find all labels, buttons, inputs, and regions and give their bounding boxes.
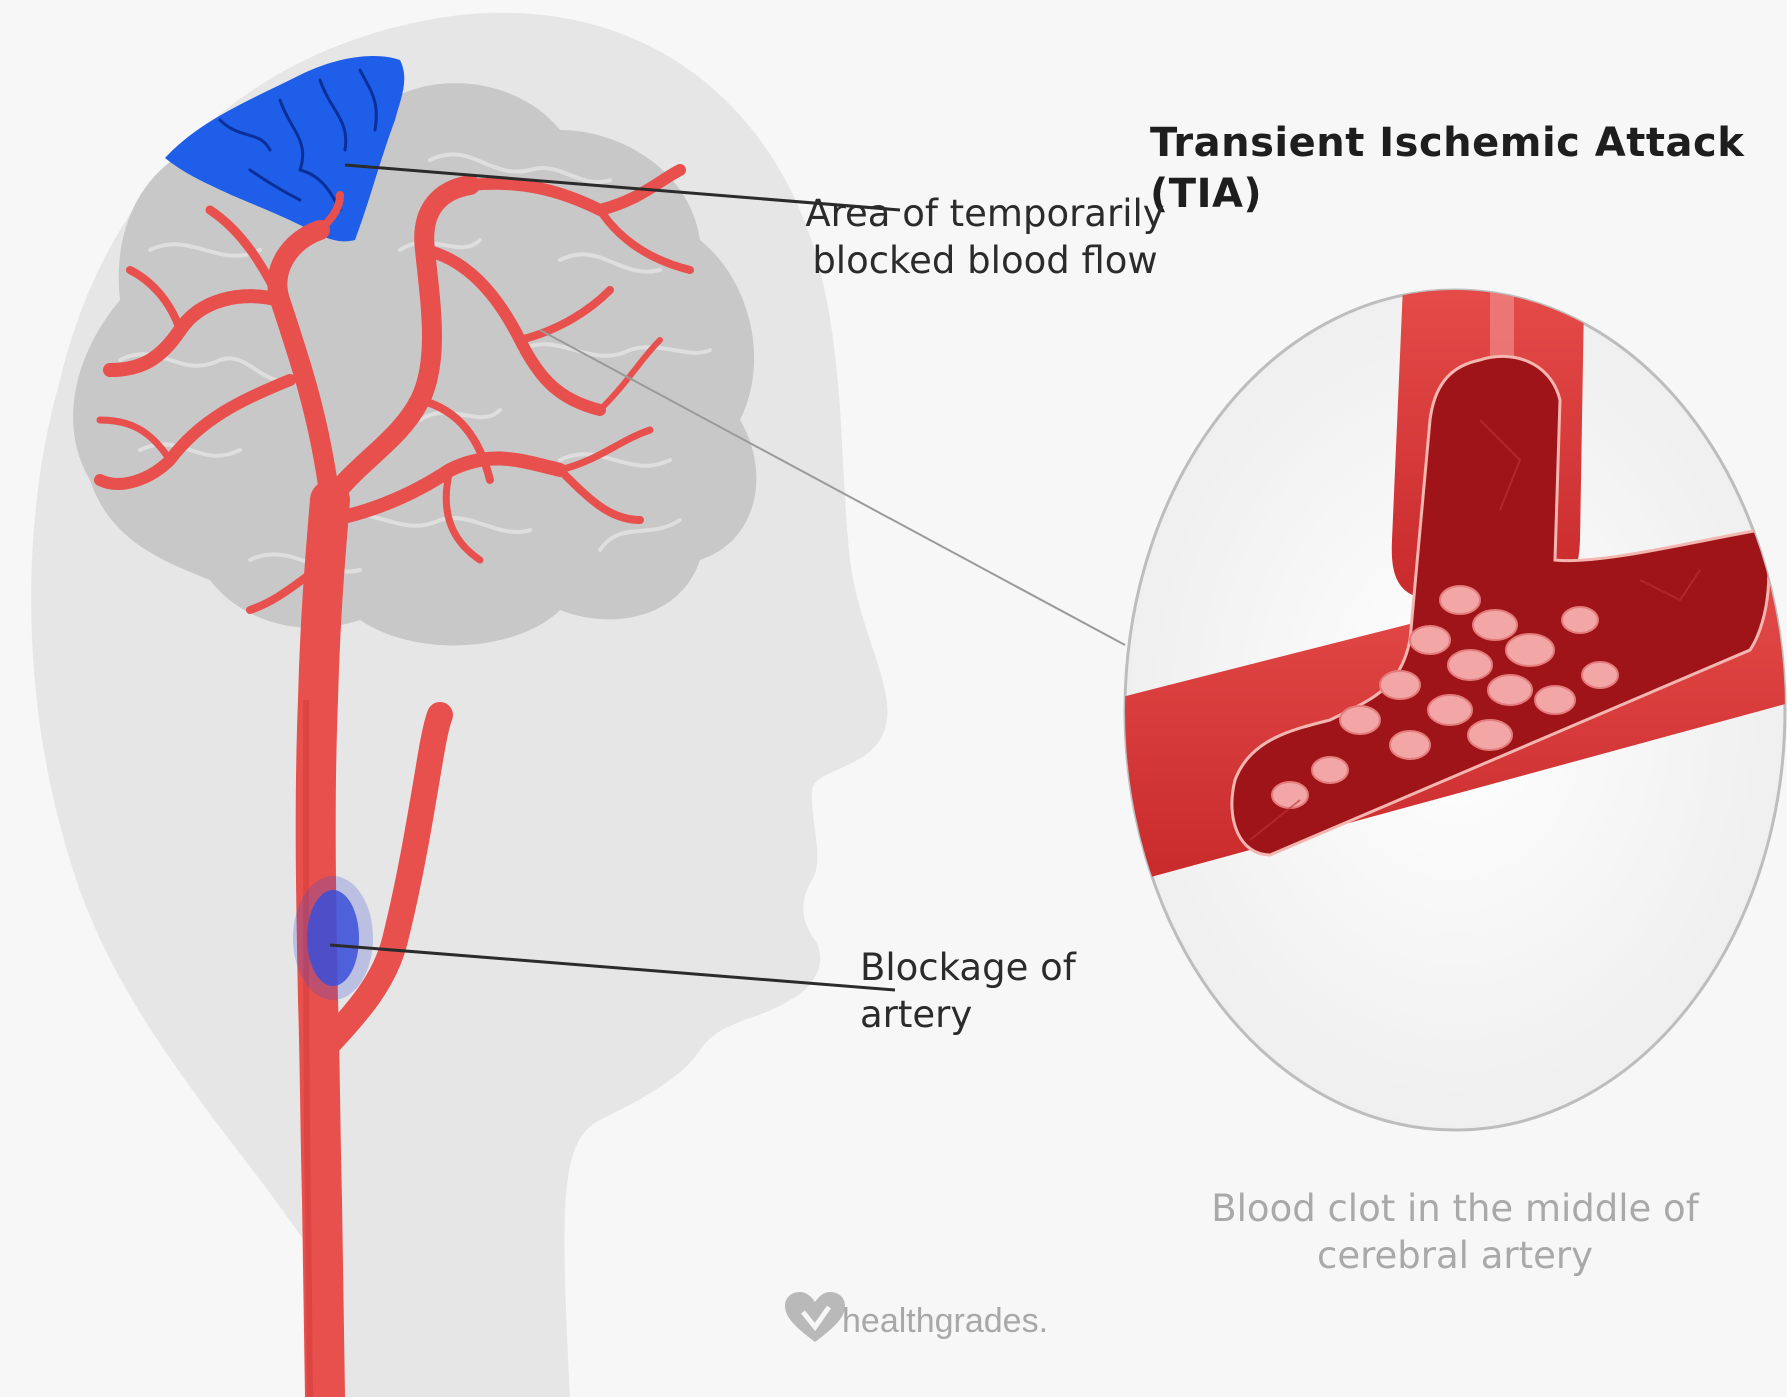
artery-blockage — [293, 876, 373, 1000]
diagram-title: Transient Ischemic Attack (TIA) — [1150, 118, 1770, 220]
magnified-vessel-view — [1110, 240, 1787, 1130]
label-blood-clot: Blood clot in the middle of cerebral art… — [1195, 1185, 1715, 1280]
healthgrades-logo-icon — [785, 1292, 845, 1342]
brain — [73, 83, 756, 645]
label-blocked-area: Area of temporarily blocked blood flow — [790, 190, 1180, 285]
brand-name: healthgrades. — [842, 1302, 1048, 1341]
label-artery-blockage: Blockage of artery — [860, 944, 1100, 1039]
